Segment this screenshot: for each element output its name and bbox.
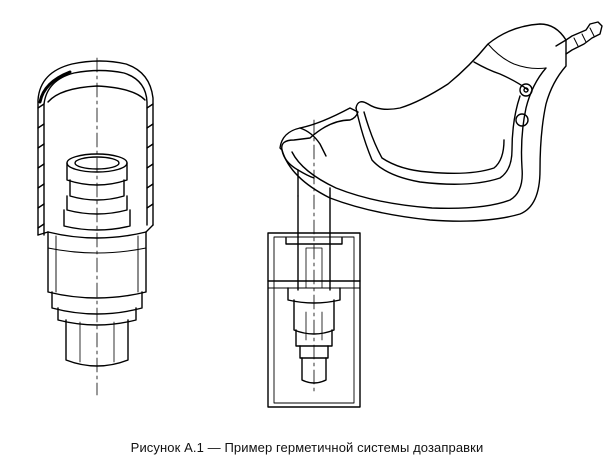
figure-caption: Рисунок А.1 — Пример герметичной системы… xyxy=(130,440,484,455)
right-nozzle-assembly xyxy=(267,21,603,408)
left-container-assembly xyxy=(37,57,154,396)
